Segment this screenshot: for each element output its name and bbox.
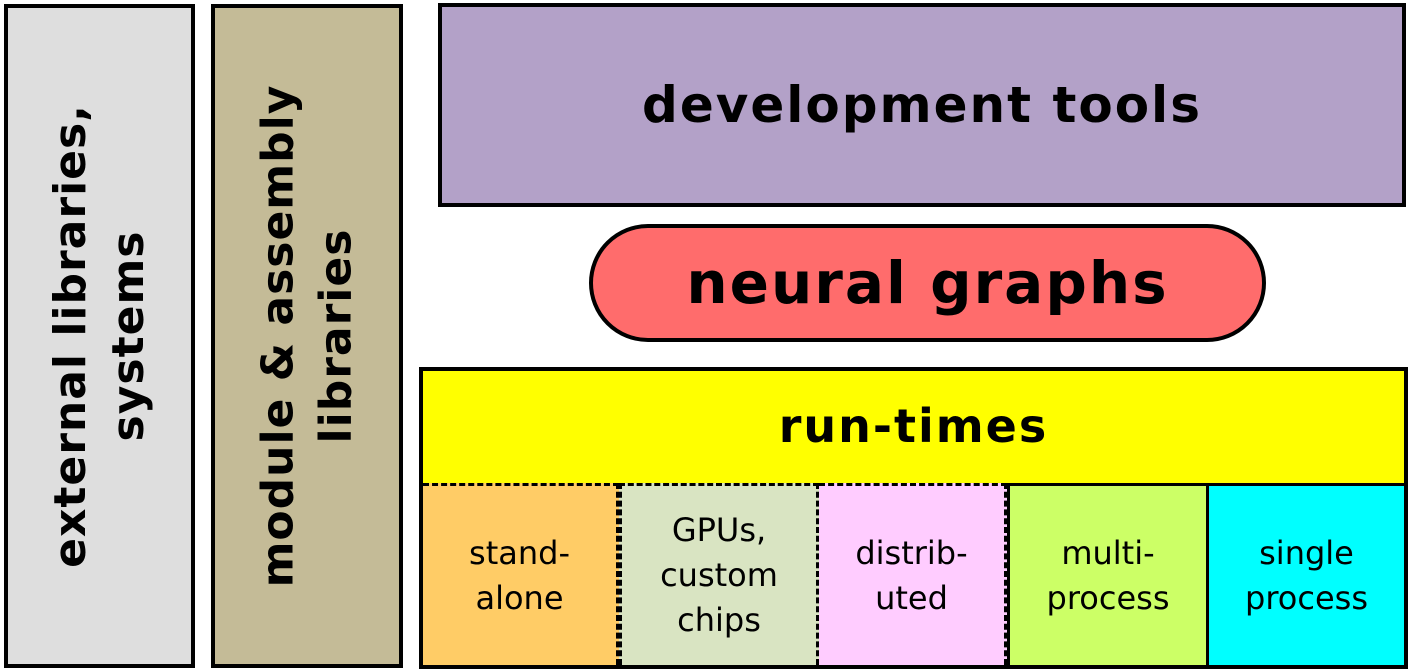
run-time-cell-gpus-custom-chips: GPUs, custom chips xyxy=(619,483,819,665)
neural-graphs-label: neural graphs xyxy=(686,249,1169,317)
run-times-label: run-times xyxy=(778,399,1049,453)
run-time-cell-standalone: stand- alone xyxy=(423,483,619,665)
external-libraries-label: external libraries, systems xyxy=(42,104,158,568)
external-libraries-line-1: external libraries, xyxy=(44,104,96,568)
module-assembly-line-1: module & assembly xyxy=(252,84,304,588)
external-libraries-line-2: systems xyxy=(102,230,154,442)
single-process-line-2: process xyxy=(1245,578,1368,617)
module-assembly-libraries-column: module & assembly libraries xyxy=(211,4,403,668)
run-time-cell-multi-process: multi- process xyxy=(1007,483,1209,665)
run-time-cell-single-process: single process xyxy=(1209,483,1404,665)
run-time-cell-distributed: distrib- uted xyxy=(819,483,1007,665)
module-assembly-libraries-label: module & assembly libraries xyxy=(249,85,365,588)
neural-graphs-pill: neural graphs xyxy=(589,224,1266,342)
external-libraries-column: external libraries, systems xyxy=(4,4,195,668)
gpus-line-1: GPUs, xyxy=(671,511,767,549)
multi-process-line-2: process xyxy=(1046,578,1170,617)
standalone-line-2: alone xyxy=(475,578,564,617)
development-tools-box: development tools xyxy=(438,3,1406,207)
single-process-line-1: single xyxy=(1259,533,1354,572)
standalone-line-1: stand- xyxy=(469,533,570,572)
gpus-line-3: chips xyxy=(677,601,761,639)
distributed-line-1: distrib- xyxy=(855,533,968,572)
gpus-line-2: custom xyxy=(660,556,778,594)
module-assembly-line-2: libraries xyxy=(310,228,362,444)
multi-process-line-1: multi- xyxy=(1061,533,1155,572)
development-tools-label: development tools xyxy=(642,76,1202,134)
distributed-line-2: uted xyxy=(875,578,948,617)
